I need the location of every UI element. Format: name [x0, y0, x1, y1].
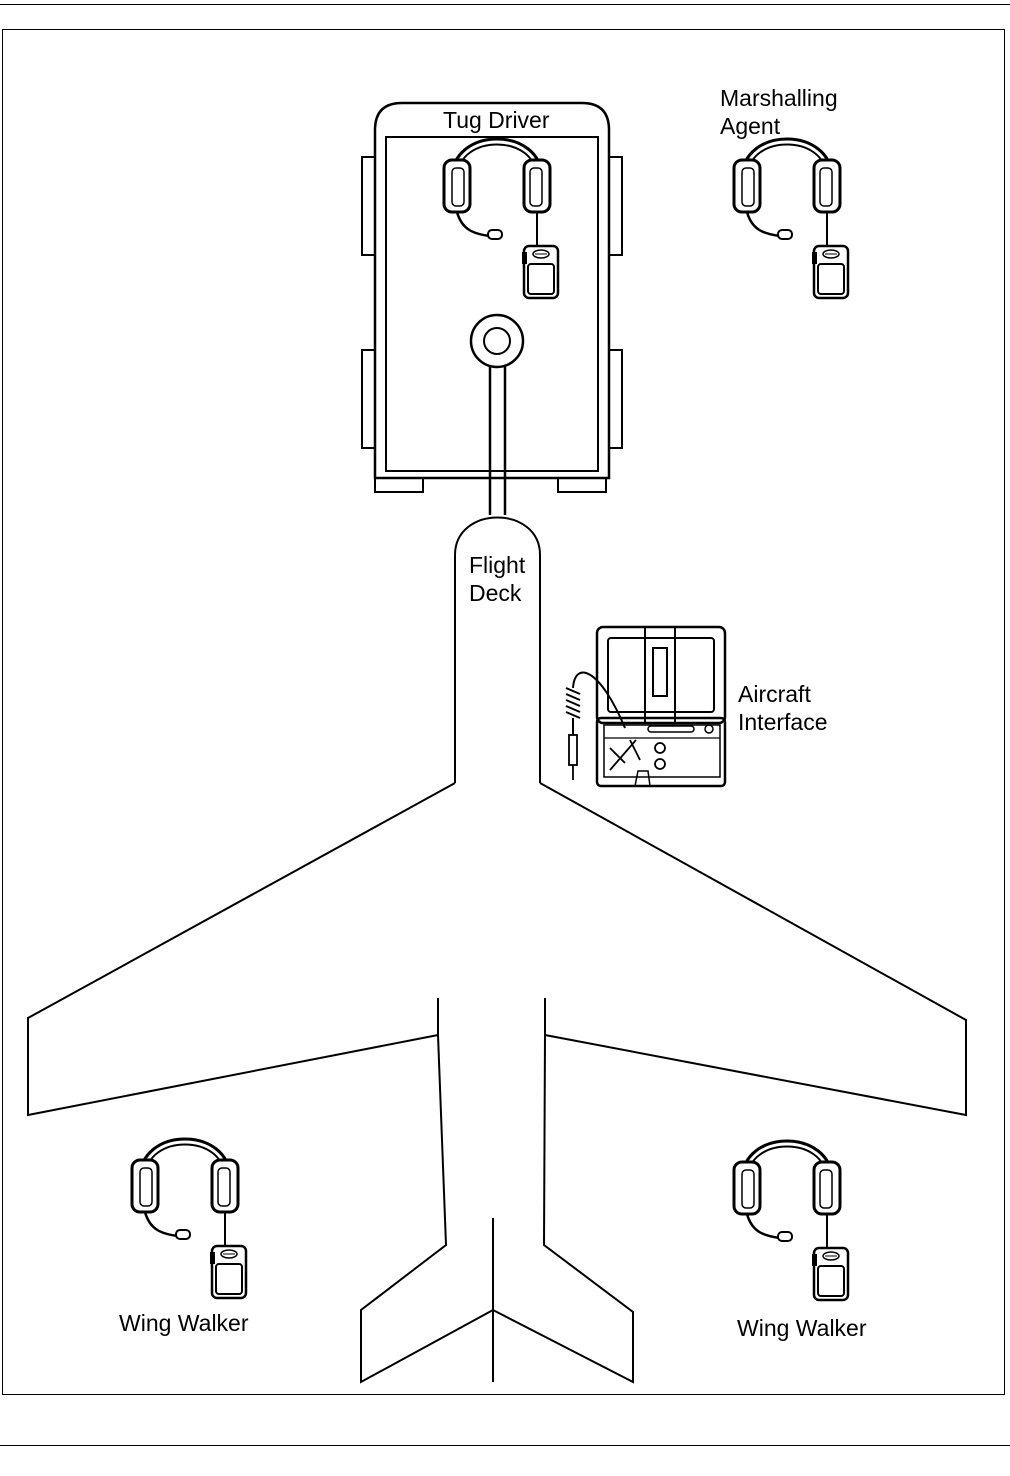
tug-driver-label: Tug Driver — [443, 106, 550, 134]
aircraft-interface-label: Aircraft Interface — [738, 680, 828, 736]
tug-vehicle — [362, 103, 622, 515]
flight-deck-label: Flight Deck — [469, 551, 525, 607]
marshalling-agent-label-line1: Marshalling — [720, 84, 838, 112]
marshalling-agent-label: Marshalling Agent — [720, 84, 838, 140]
tug-driver-label-text: Tug Driver — [443, 106, 550, 134]
bottom-rule — [0, 1445, 1010, 1446]
wing-walker-left-label: Wing Walker — [119, 1309, 249, 1337]
tug-driver-headset-icon — [444, 139, 558, 298]
flight-deck-label-line2: Deck — [469, 579, 525, 607]
aircraft-interface-label-line1: Aircraft — [738, 680, 828, 708]
marshalling-agent-label-line2: Agent — [720, 112, 838, 140]
wing-walker-right-label: Wing Walker — [737, 1314, 867, 1342]
wing-walker-left-headset-icon — [132, 1139, 246, 1298]
flight-deck-label-line1: Flight — [469, 551, 525, 579]
wing-walker-left-label-text: Wing Walker — [119, 1309, 249, 1337]
wing-walker-right-label-text: Wing Walker — [737, 1314, 867, 1342]
aircraft-interface-icon — [566, 627, 725, 786]
wing-walker-right-headset-icon — [734, 1141, 848, 1300]
aircraft-interface-label-line2: Interface — [738, 708, 828, 736]
marshalling-agent-headset-icon — [734, 139, 848, 298]
